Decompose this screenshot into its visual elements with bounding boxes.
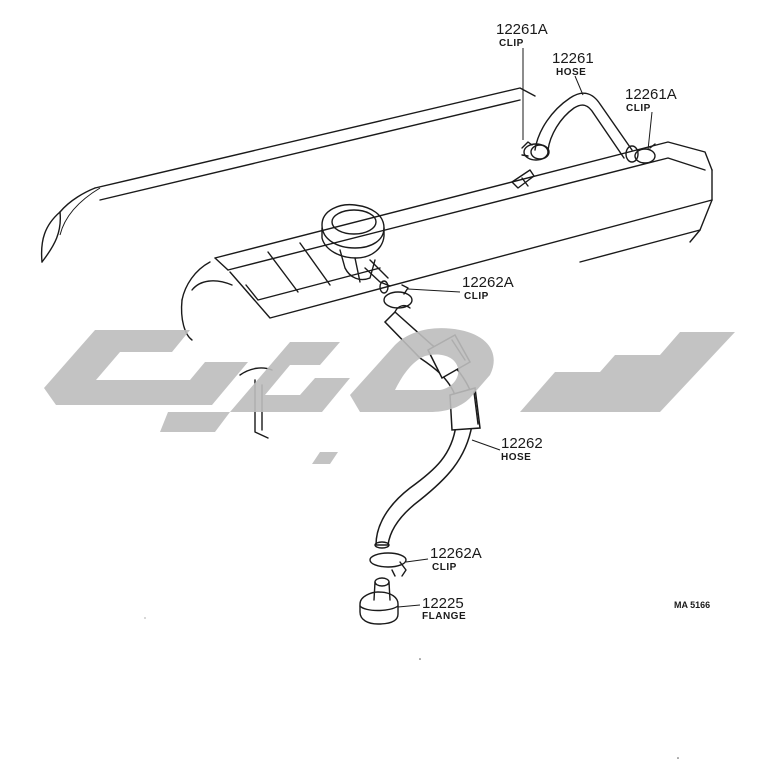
engine-outline (40, 87, 713, 439)
svg-text:HOSE: HOSE (556, 67, 586, 78)
label-clip-top-right: 12261A CLIP (625, 86, 677, 114)
oil-filler-cap (321, 203, 391, 294)
breather-nipple (511, 169, 535, 189)
scan-speck (144, 617, 146, 619)
label-hose-main: 12262 HOSE (501, 435, 543, 463)
svg-text:12262: 12262 (501, 435, 543, 452)
svg-text:CLIP: CLIP (626, 103, 651, 114)
reference-code: MA 5166 (674, 600, 710, 610)
svg-text:FLANGE: FLANGE (422, 611, 466, 622)
label-clip-mid: 12262A CLIP (462, 274, 514, 302)
clip-bottom-shape (369, 552, 407, 577)
label-flange: 12225 FLANGE (422, 595, 466, 622)
label-clip-top-left: 12261A CLIP (496, 21, 548, 49)
scan-speck (677, 757, 679, 759)
svg-text:12225: 12225 (422, 595, 464, 612)
svg-text:CLIP: CLIP (464, 291, 489, 302)
clip-top-left-shape (521, 141, 549, 161)
svg-text:HOSE: HOSE (501, 452, 531, 463)
scan-speck (419, 658, 421, 660)
svg-text:CLIP: CLIP (432, 562, 457, 573)
svg-text:12261A: 12261A (496, 21, 548, 38)
svg-text:CLIP: CLIP (499, 38, 524, 49)
flange-shape (359, 577, 399, 625)
svg-text:12262A: 12262A (430, 545, 482, 562)
label-hose-top: 12261 HOSE (552, 50, 594, 78)
hose-top (530, 92, 639, 163)
svg-text:12262A: 12262A (462, 274, 514, 291)
watermark-logo (44, 328, 735, 464)
clip-top-right-shape (634, 143, 656, 164)
leader-lines (397, 48, 653, 608)
label-clip-bottom: 12262A CLIP (430, 545, 482, 573)
svg-text:12261: 12261 (552, 50, 594, 67)
svg-text:12261A: 12261A (625, 86, 677, 103)
